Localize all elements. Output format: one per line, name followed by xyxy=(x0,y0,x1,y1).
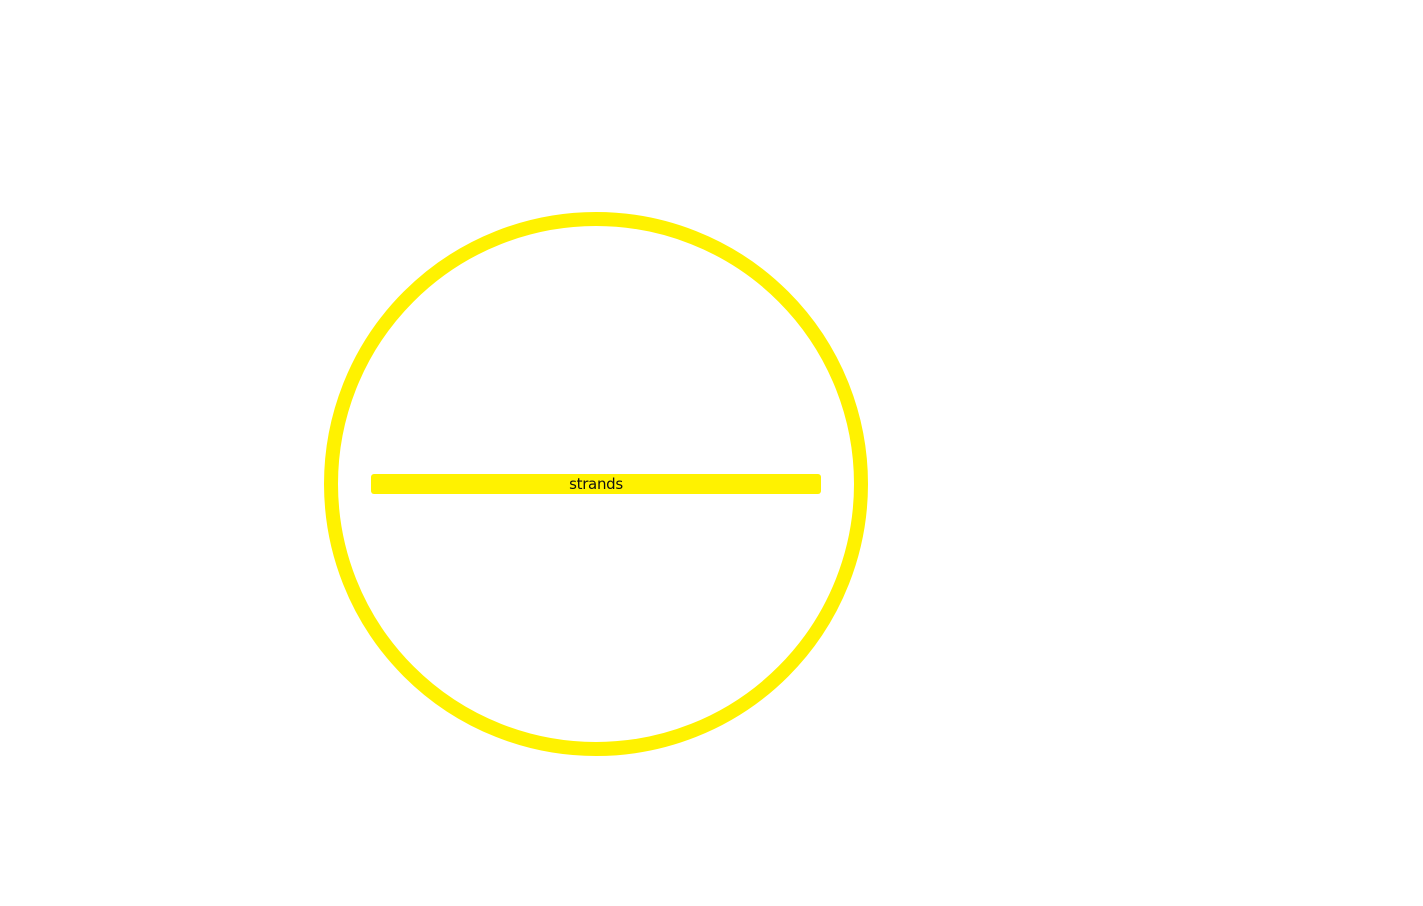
outer-ring xyxy=(324,212,868,756)
strands-bar: strands xyxy=(371,474,821,494)
strands-label: strands xyxy=(569,475,623,493)
